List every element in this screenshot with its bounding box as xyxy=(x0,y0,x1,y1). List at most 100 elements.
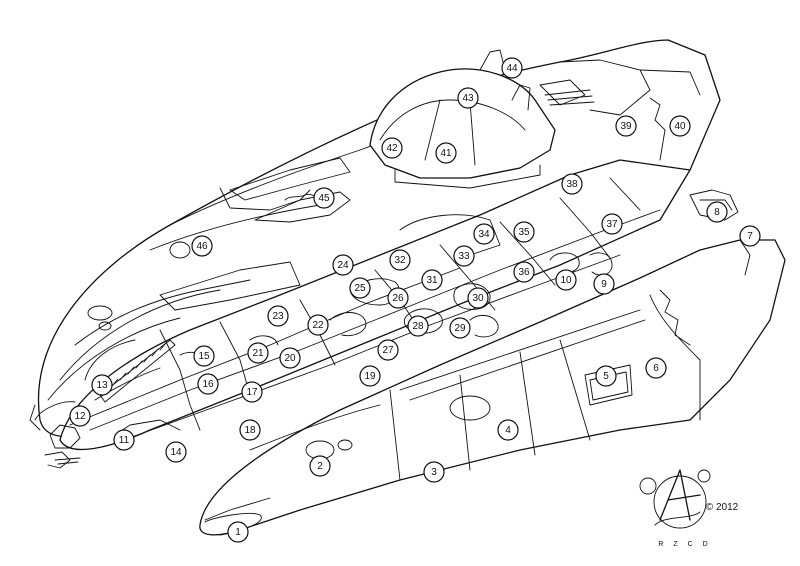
signature-year: © 2012 xyxy=(706,502,739,513)
callout-circle xyxy=(555,269,577,291)
callout-20: 20 xyxy=(279,347,301,369)
callout-circle xyxy=(453,245,475,267)
callout-circle xyxy=(113,429,135,451)
callout-label: 34 xyxy=(478,229,490,240)
callout-label: 46 xyxy=(196,241,208,252)
callout-5: 5 xyxy=(595,365,617,387)
callout-24: 24 xyxy=(332,254,354,276)
callout-43: 43 xyxy=(457,87,479,109)
callout-circle xyxy=(165,441,187,463)
callout-17: 17 xyxy=(241,381,263,403)
callout-label: 32 xyxy=(394,255,406,266)
callout-label: 23 xyxy=(272,311,284,322)
callout-label: 9 xyxy=(601,279,607,290)
callout-circle xyxy=(513,261,535,283)
callout-19: 19 xyxy=(359,365,381,387)
callout-circle xyxy=(457,87,479,109)
callout-label: 39 xyxy=(620,121,632,132)
callout-26: 26 xyxy=(387,287,409,309)
callout-46: 46 xyxy=(191,235,213,257)
callout-13: 13 xyxy=(91,374,113,396)
callout-41: 41 xyxy=(435,142,457,164)
callout-27: 27 xyxy=(377,339,399,361)
callout-23: 23 xyxy=(267,305,289,327)
callout-label: 30 xyxy=(472,293,484,304)
callout-circle xyxy=(615,115,637,137)
callout-label: 1 xyxy=(235,527,241,538)
callout-circle xyxy=(407,315,429,337)
callout-layer: 1234567891011121314151617181920212223242… xyxy=(69,57,761,543)
callout-circle xyxy=(307,314,329,336)
callout-45: 45 xyxy=(313,187,335,209)
callout-circle xyxy=(241,381,263,403)
callout-label: 43 xyxy=(462,93,474,104)
callout-circle xyxy=(227,521,249,543)
callout-label: 13 xyxy=(96,380,108,391)
callout-circle xyxy=(69,405,91,427)
artist-signature: © 2012 R Z C D xyxy=(639,469,739,548)
callout-circle xyxy=(197,373,219,395)
callout-42: 42 xyxy=(381,137,403,159)
callout-label: 37 xyxy=(606,219,618,230)
callout-label: 2 xyxy=(317,461,323,472)
callout-circle xyxy=(313,187,335,209)
callout-29: 29 xyxy=(449,317,471,339)
callout-circle xyxy=(191,235,213,257)
callout-3: 3 xyxy=(423,461,445,483)
callout-4: 4 xyxy=(497,419,519,441)
callout-circle xyxy=(349,277,371,299)
callout-label: 10 xyxy=(560,275,572,286)
callout-circle xyxy=(706,201,728,223)
callout-circle xyxy=(467,287,489,309)
callout-label: 33 xyxy=(458,251,470,262)
callout-label: 44 xyxy=(506,63,518,74)
cockpit-dome xyxy=(369,49,595,189)
callout-circle xyxy=(739,225,761,247)
callout-2: 2 xyxy=(309,455,331,477)
callout-label: 12 xyxy=(74,411,86,422)
callout-9: 9 xyxy=(593,273,615,295)
callout-circle xyxy=(387,287,409,309)
callout-label: 25 xyxy=(354,283,366,294)
callout-circle xyxy=(601,213,623,235)
callout-circle xyxy=(497,419,519,441)
callout-circle xyxy=(381,137,403,159)
callout-circle xyxy=(359,365,381,387)
callout-label: 22 xyxy=(312,320,324,331)
callout-circle xyxy=(309,455,331,477)
callout-21: 21 xyxy=(247,342,269,364)
callout-circle xyxy=(267,305,289,327)
callout-label: 40 xyxy=(674,121,686,132)
callout-label: 45 xyxy=(318,193,330,204)
callout-39: 39 xyxy=(615,115,637,137)
callout-33: 33 xyxy=(453,245,475,267)
callout-label: 21 xyxy=(252,348,264,359)
callout-36: 36 xyxy=(513,261,535,283)
callout-label: 28 xyxy=(412,321,424,332)
callout-circle xyxy=(91,374,113,396)
callout-circle xyxy=(513,221,535,243)
callout-circle xyxy=(561,173,583,195)
callout-35: 35 xyxy=(513,221,535,243)
callout-37: 37 xyxy=(601,213,623,235)
callout-label: 38 xyxy=(566,179,578,190)
callout-circle xyxy=(389,249,411,271)
callout-circle xyxy=(593,273,615,295)
callout-circle xyxy=(332,254,354,276)
lower-hull xyxy=(199,239,786,536)
callout-label: 14 xyxy=(170,447,182,458)
callout-label: 11 xyxy=(119,435,130,446)
callout-label: 31 xyxy=(426,275,438,286)
callout-circle xyxy=(669,115,691,137)
callout-circle xyxy=(473,223,495,245)
callout-label: 8 xyxy=(714,207,720,218)
callout-circle xyxy=(645,357,667,379)
callout-circle xyxy=(239,419,261,441)
callout-44: 44 xyxy=(501,57,523,79)
callout-label: 26 xyxy=(392,293,404,304)
callout-label: 20 xyxy=(284,353,296,364)
callout-label: 36 xyxy=(518,267,530,278)
callout-circle xyxy=(501,57,523,79)
callout-1: 1 xyxy=(227,521,249,543)
callout-40: 40 xyxy=(669,115,691,137)
